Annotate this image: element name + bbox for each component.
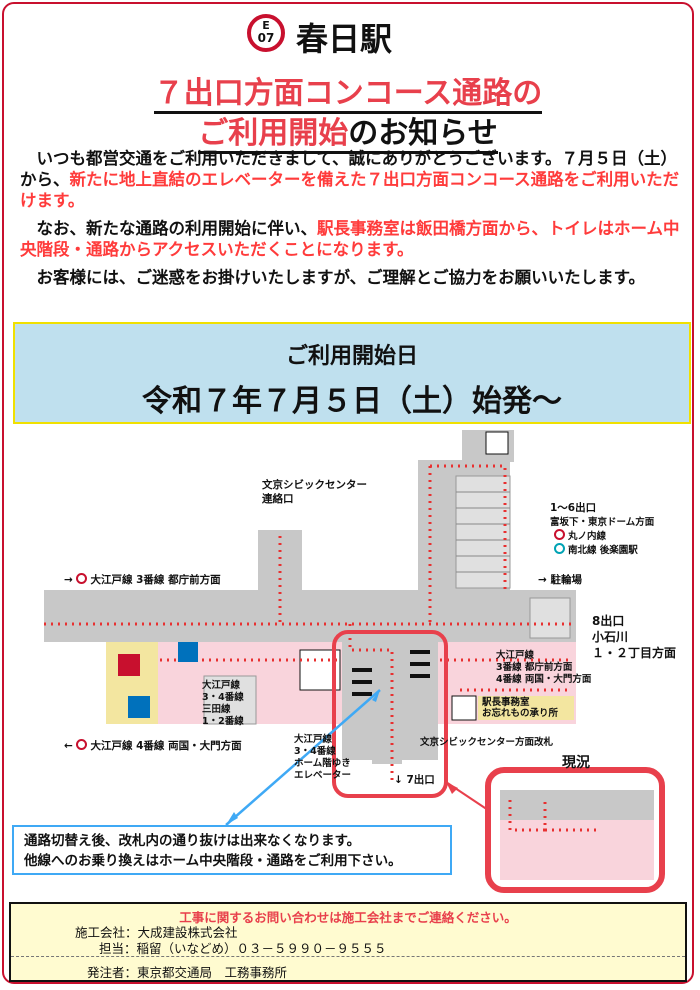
- paragraph-3: お客様には、ご迷惑をお掛けいたしますが、ご理解とご協力をお願いいたします。: [20, 268, 646, 287]
- exit-7-label: ↓ 7出口: [394, 774, 435, 786]
- start-date-value: 令和７年７月５日（土）始発～: [142, 384, 562, 419]
- contact-warning: 工事に関するお問い合わせは施工会社までご連絡ください。: [179, 910, 517, 925]
- marunouchi-label: 丸ノ内線: [554, 528, 606, 542]
- notice-title-line1: ７出口方面コンコース通路の: [4, 68, 692, 114]
- namboku-label: 南北線 後楽園駅: [554, 542, 638, 556]
- paragraph-2: なお、新たな通路の利用開始に伴い、駅長事務室は飯田橋方面から、トイレはホーム中央…: [20, 219, 680, 259]
- station-name: 春日駅: [296, 20, 393, 58]
- paragraph-1: いつも都営交通をご利用いただきまして、誠にありがとうございます。７月５日（土）か…: [20, 149, 680, 210]
- civic-exit-label: 文京シビックセンター 連絡口: [262, 479, 367, 505]
- issuer-row: 発注者：東京都交通局 工務事務所: [87, 965, 288, 980]
- notice-body: いつも都営交通をご利用いただきまして、誠にありがとうございます。７月５日（土）か…: [20, 148, 684, 295]
- restroom-female-icon: [118, 654, 140, 676]
- civic-gate-label: 文京シビックセンター方面改札: [420, 737, 554, 748]
- mita-platform-label: 三田線 1・2番線: [202, 704, 244, 727]
- exit-1-6-label: 1～6出口: [550, 502, 597, 514]
- contact-footer: 工事に関するお問い合わせは施工会社までご連絡ください。 施工会社：大成建設株式会…: [9, 902, 687, 982]
- line-letter: E: [262, 19, 270, 32]
- company-row: 施工会社：大成建設株式会社: [75, 925, 238, 940]
- footer-divider: [11, 956, 685, 957]
- accessible-icon: [178, 642, 198, 662]
- station-number-badge: E 07: [247, 14, 285, 52]
- start-date-label: ご利用開始日: [285, 344, 418, 369]
- stairs-oedo-mita: [203, 675, 257, 725]
- callout-line-2: 他線へのお乗り換えはホーム中央階段・通路をご利用下さい。: [24, 853, 402, 869]
- oedo-right-label: 大江戸線 3番線 都庁前方面 4番線 両国・大門方面: [496, 650, 592, 685]
- elevator-label: 大江戸線 3・4番線 ホーム階ゆき エレベーター: [294, 734, 352, 781]
- oedo-platform-label: 大江戸線 3・4番線: [202, 680, 244, 703]
- exit-8-label: 8出口: [592, 614, 625, 628]
- station-number: 07: [257, 31, 275, 45]
- main-concourse: [44, 590, 576, 642]
- transfer-notice-callout: 通路切替え後、改札内の通り抜けは出来なくなります。 他線へのお乗り換えはホーム中…: [12, 825, 452, 875]
- start-date-box: ご利用開始日 令和７年７月５日（土）始発～: [13, 322, 691, 424]
- callout-line-1: 通路切替え後、改札内の通り抜けは出来なくなります。: [24, 833, 361, 849]
- exit-8-direction-1: 小石川: [592, 630, 629, 644]
- oedo-line3-label: → 大江戸線 3番線 都庁前方面: [64, 573, 221, 586]
- civic-passage: [258, 530, 302, 592]
- contact-row: 担当：稲留（いなどめ）０３－５９９０－９５５５: [99, 941, 387, 956]
- concourse-map: [44, 430, 665, 893]
- oedo-line4-label: ← 大江戸線 4番線 両国・大門方面: [64, 739, 242, 752]
- bike-parking-label: → 駐輪場: [538, 574, 582, 586]
- stairs-1-6: [455, 475, 511, 589]
- restroom-male-icon: [128, 696, 150, 718]
- station-office-icon: [451, 695, 477, 721]
- stairs-8: [529, 597, 571, 639]
- exit-8-direction-2: １・２丁目方面: [592, 646, 677, 660]
- station-office-label: 駅長事務室 お忘れもの承り所: [482, 697, 559, 719]
- current-situation-label: 現況: [562, 755, 590, 771]
- new-passage-highlight: [332, 630, 448, 798]
- exit-elevator-icon: [485, 431, 509, 455]
- notice-title-line2: ご利用開始のお知らせ: [4, 108, 692, 154]
- exit-1-6-direction: 富坂下・東京ドーム方面: [550, 517, 655, 528]
